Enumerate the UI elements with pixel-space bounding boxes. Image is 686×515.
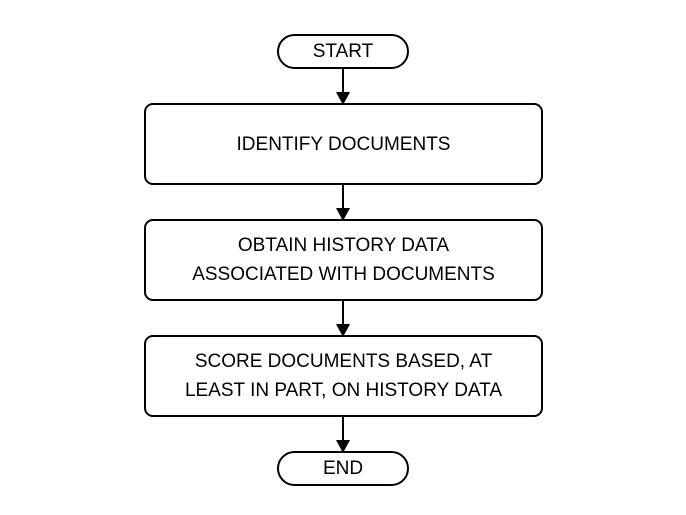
end-terminal: END bbox=[277, 451, 409, 486]
arrow-step2-to-step3 bbox=[336, 301, 350, 337]
step-obtain-history-data-text: OBTAIN HISTORY DATA ASSOCIATED WITH DOCU… bbox=[192, 231, 495, 289]
arrow-step3-to-end bbox=[336, 417, 350, 453]
start-terminal: START bbox=[277, 34, 409, 69]
end-label: END bbox=[322, 457, 364, 479]
step-1-line-1: IDENTIFY DOCUMENTS bbox=[236, 133, 451, 155]
step-3-line-2: LEAST IN PART, ON HISTORY DATA bbox=[184, 380, 503, 401]
step-identify-documents-text: IDENTIFY DOCUMENTS bbox=[237, 130, 451, 159]
step-3-line-1: SCORE DOCUMENTS BASED, AT bbox=[194, 351, 493, 372]
arrow-step1-to-step2 bbox=[336, 185, 350, 221]
step-2-line-1: OBTAIN HISTORY DATA bbox=[237, 235, 450, 256]
step-2-line-2: ASSOCIATED WITH DOCUMENTS bbox=[192, 264, 495, 285]
step-score-documents-text: SCORE DOCUMENTS BASED, AT LEAST IN PART,… bbox=[185, 347, 502, 405]
arrow-start-to-step1 bbox=[336, 69, 350, 105]
step-score-documents: SCORE DOCUMENTS BASED, AT LEAST IN PART,… bbox=[144, 335, 543, 417]
step-identify-documents: IDENTIFY DOCUMENTS bbox=[144, 103, 543, 185]
start-label: START bbox=[312, 40, 374, 62]
step-obtain-history-data: OBTAIN HISTORY DATA ASSOCIATED WITH DOCU… bbox=[144, 219, 543, 301]
